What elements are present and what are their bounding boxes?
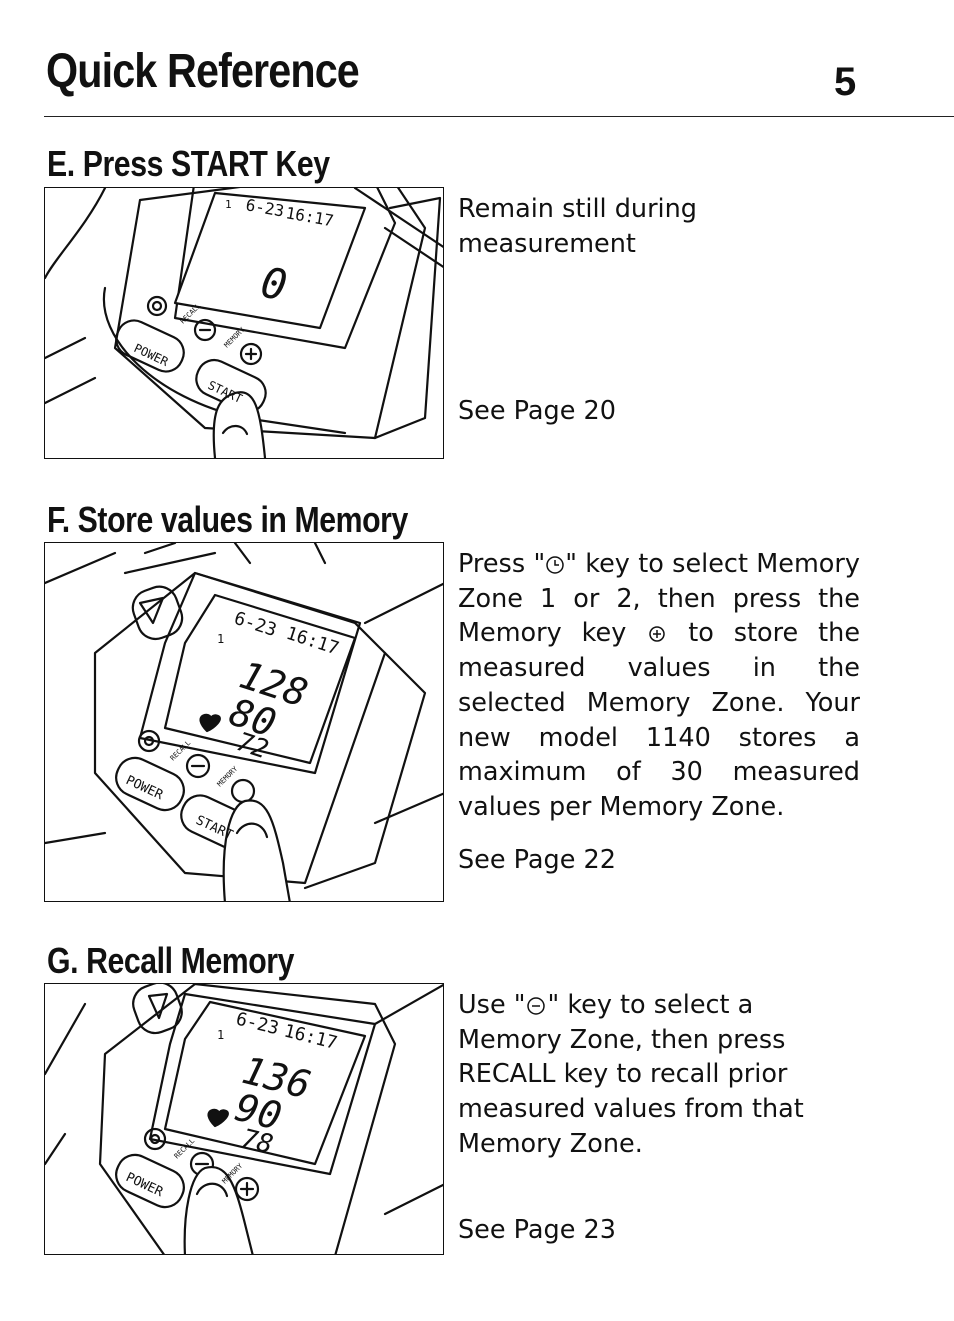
memory-plus-key-icon bbox=[234, 1176, 260, 1202]
header-divider bbox=[44, 116, 954, 117]
finger bbox=[212, 391, 267, 458]
power-key bbox=[115, 319, 185, 373]
plus-icon bbox=[649, 626, 665, 643]
lcd-zone: 1 bbox=[225, 198, 232, 211]
section-e-see-page: See Page 20 bbox=[458, 396, 616, 426]
power-key bbox=[115, 1153, 185, 1209]
heart-icon bbox=[199, 713, 221, 733]
clock-key-icon bbox=[146, 295, 168, 317]
finger bbox=[222, 799, 291, 901]
power-key-label: POWER bbox=[123, 773, 165, 803]
section-f-illustration: 6-23 16:17 1 128 80 72 POWER START RECAL… bbox=[44, 542, 444, 902]
memory-key-label: MEMORY bbox=[216, 764, 240, 788]
memory-plus-key-icon bbox=[230, 778, 256, 804]
lcd-zone: 1 bbox=[217, 632, 224, 646]
memory-plus-key-icon bbox=[239, 342, 263, 366]
recall-minus-key-icon bbox=[193, 318, 217, 342]
lcd-zone: 1 bbox=[217, 1028, 224, 1042]
clock-icon bbox=[546, 556, 564, 574]
clock-key-icon bbox=[137, 729, 161, 753]
lcd-pulse: 78 bbox=[238, 1124, 276, 1161]
power-key-label: POWER bbox=[123, 1170, 165, 1200]
section-g-illustration: 6-23 16:17 1 136 90 78 POWER RECALL MEMO… bbox=[44, 983, 444, 1255]
device-body bbox=[98, 984, 397, 1254]
section-g-heading: G. Recall Memory bbox=[47, 940, 295, 981]
section-e-body: Remain still during measurement bbox=[458, 194, 697, 259]
start-key-label: START bbox=[193, 813, 235, 843]
recall-minus-key-icon bbox=[185, 753, 211, 779]
section-f-see-page: See Page 22 bbox=[458, 845, 616, 875]
page-number: 5 bbox=[834, 60, 857, 104]
section-e-heading: E. Press START Key bbox=[47, 143, 330, 184]
device-lcd bbox=[173, 191, 367, 330]
lcd-diastolic: 90 bbox=[231, 1085, 286, 1139]
monitor-memory-illustration: 6-23 16:17 1 128 80 72 POWER START RECAL… bbox=[45, 543, 443, 901]
device-screen-bezel bbox=[148, 992, 377, 1176]
section-g-body: Use "" key to select a Memory Zone, then… bbox=[458, 990, 804, 1159]
monitor-start-illustration: 6-23 16:17 1 0 POWER START RECALL MEMORY bbox=[45, 188, 443, 458]
heart-icon bbox=[207, 1108, 229, 1128]
power-key bbox=[115, 756, 185, 812]
page-title: Quick Reference bbox=[46, 45, 360, 98]
clock-key-icon bbox=[143, 1127, 167, 1151]
section-g-see-page: See Page 23 bbox=[458, 1215, 616, 1245]
minus-icon bbox=[527, 997, 546, 1015]
section-e-illustration: 6-23 16:17 1 0 POWER START RECALL MEMORY bbox=[44, 187, 444, 459]
monitor-recall-illustration: 6-23 16:17 1 136 90 78 POWER RECALL MEMO… bbox=[45, 984, 443, 1254]
device-screen-bezel bbox=[138, 571, 362, 775]
strap-button bbox=[132, 984, 183, 1035]
section-f-body: Press "" key to select Memory Zone 1 or … bbox=[458, 549, 861, 822]
section-f-heading: F. Store values in Memory bbox=[47, 499, 408, 540]
finger bbox=[183, 1165, 254, 1254]
